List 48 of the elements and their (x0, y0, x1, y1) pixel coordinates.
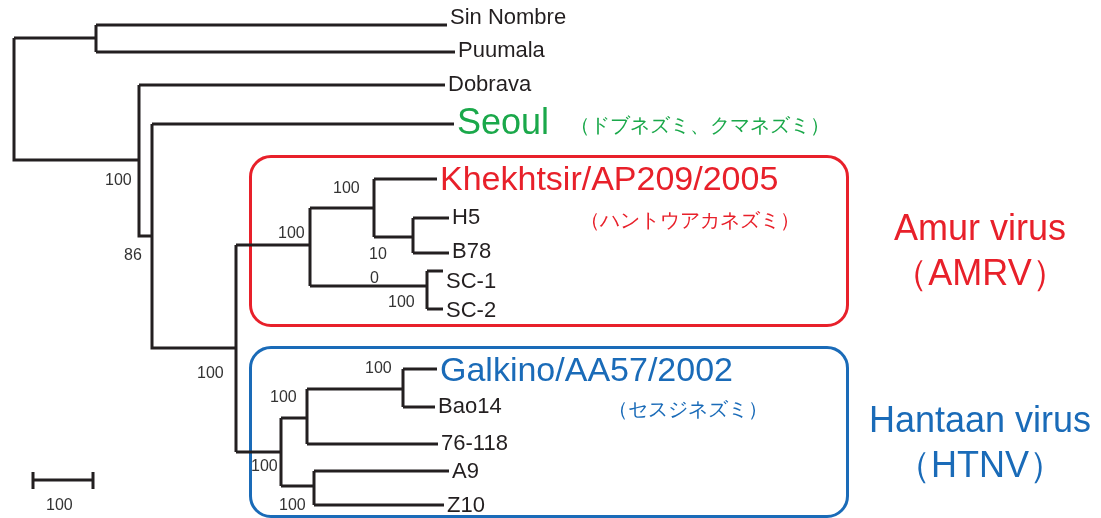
branch-line (314, 503, 444, 507)
bootstrap-value: 10 (369, 246, 387, 262)
taxon-label: Seoul (457, 104, 550, 141)
branch-line (314, 469, 449, 473)
scale-value: 100 (46, 497, 73, 513)
taxon-label: Dobrava (448, 72, 532, 95)
branch-line (374, 177, 437, 181)
branch-line (139, 83, 445, 87)
branch-line (427, 269, 443, 273)
virus-name: Hantaan virus （HTNV） (867, 398, 1093, 487)
branch-line (413, 251, 449, 255)
bootstrap-value: 86 (124, 247, 142, 263)
bootstrap-value: 100 (197, 365, 224, 381)
bootstrap-value: 100 (333, 180, 360, 196)
bootstrap-value: 100 (251, 458, 278, 474)
bootstrap-value: 100 (270, 389, 297, 405)
bootstrap-value: 100 (365, 360, 392, 376)
bootstrap-value: 100 (278, 225, 305, 241)
bootstrap-value: 100 (105, 172, 132, 188)
taxon-label: Sin Nombre (450, 5, 567, 28)
bootstrap-value: 100 (388, 294, 415, 310)
taxon-label: SC-2 (446, 298, 497, 321)
branch-line (413, 216, 449, 220)
taxon-label: 76-118 (441, 431, 508, 454)
branch-line (427, 307, 443, 311)
taxon-label: B78 (452, 239, 492, 262)
branch-line (96, 50, 455, 54)
clade-box (249, 155, 849, 327)
host-species-label: （セスジネズミ） (608, 399, 768, 419)
branch-line (96, 23, 447, 27)
bootstrap-value: 100 (279, 497, 306, 513)
bootstrap-value: 0 (370, 270, 379, 286)
taxon-label: Khekhtsir/AP209/2005 (440, 161, 779, 196)
taxon-label: Puumala (458, 38, 545, 61)
branch-line (307, 442, 438, 446)
branch-line (403, 367, 437, 371)
taxon-label: H5 (452, 205, 481, 228)
branch-line (152, 122, 454, 126)
taxon-label: Z10 (447, 493, 485, 516)
host-species-label: （ハントウアカネズミ） (580, 210, 800, 230)
branch-line (403, 405, 435, 409)
taxon-label: Galkino/AA57/2002 (440, 352, 733, 387)
taxon-label: A9 (452, 459, 479, 482)
host-species-label: （ドブネズミ、クマネズミ） (570, 115, 830, 135)
virus-name: Amur virus （AMRV） (891, 206, 1069, 295)
clade-box (249, 346, 849, 518)
taxon-label: Bao14 (438, 394, 502, 417)
taxon-label: SC-1 (446, 269, 497, 292)
